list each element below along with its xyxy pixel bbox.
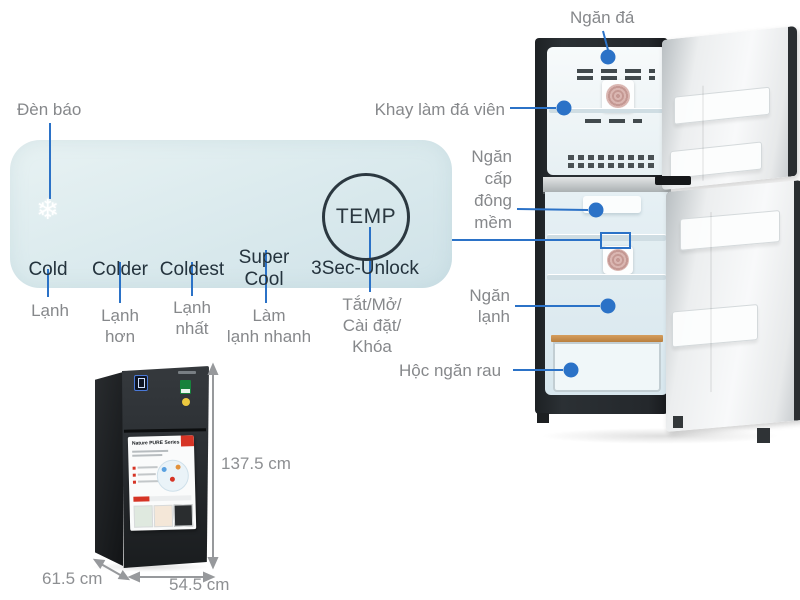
cooler-shelf	[547, 274, 666, 280]
callout-veg-drawer: Hộc ngăn rau	[399, 361, 502, 380]
mode-label-super-cool: Super Cool	[238, 247, 290, 290]
cooler-compartment	[545, 192, 668, 395]
sticker-bullet	[132, 473, 136, 477]
caption-lanh: Lạnh	[31, 301, 69, 320]
warranty-sticker-icon	[182, 398, 190, 406]
freezer-fan	[602, 80, 634, 112]
inverter-glyph	[137, 378, 145, 388]
sticker-text-line	[132, 449, 169, 453]
refrigerator-photo	[525, 20, 800, 460]
fridge-foot	[673, 416, 683, 428]
diagram-dot	[169, 476, 175, 482]
freezer-door-open	[662, 25, 797, 190]
sticker-thumbnail	[153, 504, 174, 528]
caption-lanh-hon: Lạnh hơn	[101, 306, 139, 346]
mini-fridge-side	[95, 372, 123, 566]
freezer-shelf	[549, 108, 665, 113]
sticker-text-line	[132, 453, 163, 457]
arrow-head	[117, 570, 131, 581]
mode-label-coldest: Coldest	[159, 259, 225, 280]
temp-button-label: TEMP	[335, 205, 397, 228]
door-bin	[670, 141, 762, 180]
caption-lanh-nhat: Lạnh nhất	[173, 298, 211, 338]
callout-soft-freeze: Ngăn cấp đông mềm	[471, 147, 512, 232]
temp-button: TEMP	[322, 173, 410, 261]
sticker-band-red	[133, 496, 150, 502]
sticker-red-tab	[180, 435, 195, 447]
vegetable-drawer	[551, 335, 663, 392]
brand-logo	[178, 371, 196, 374]
sticker-text-line	[137, 473, 156, 476]
sticker-text-line	[137, 466, 158, 469]
mini-fridge-front: Nature PURE Series	[122, 366, 209, 568]
mini-door-split	[123, 428, 207, 433]
fridge-foot	[757, 428, 770, 443]
sticker-thumbnail	[133, 505, 154, 528]
cooler-door-open	[666, 180, 800, 432]
door-bin	[672, 303, 758, 348]
sticker-thumbnail	[173, 504, 194, 527]
door-seam	[702, 85, 704, 181]
freezer-bottom-vent	[568, 155, 655, 160]
sticker-bullet	[132, 480, 137, 484]
freezer-vent	[577, 76, 655, 80]
caption-tat-mo-cai-dat-khoa: Tắt/Mở/ Cài đặt/ Khóa	[342, 295, 402, 356]
callout-ice-tray: Khay làm đá viên	[374, 100, 505, 119]
caption-lam-lanh-nhanh: Làm lạnh nhanh	[226, 306, 312, 346]
freezer-compartment	[547, 47, 667, 175]
arrow-head	[127, 571, 140, 583]
fan-grille-icon	[607, 249, 629, 271]
callout-cooler: Ngăn lạnh	[469, 286, 510, 326]
door-bin	[674, 86, 770, 125]
sticker-diagram	[156, 459, 190, 493]
mode-label-3sec-unlock: 3Sec-Unlock	[311, 258, 419, 279]
sticker-band	[133, 495, 192, 502]
freezer-vent	[577, 69, 655, 73]
mini-fridge-photo: Nature PURE Series	[88, 360, 218, 572]
dimension-height: 137.5 cm	[221, 454, 291, 473]
diagram-dot	[175, 464, 181, 470]
drawer-bin	[553, 342, 661, 392]
door-seam	[710, 211, 712, 393]
sticker-text-line	[137, 480, 159, 483]
diagram-dot	[161, 466, 167, 473]
sticker-title: Nature PURE Series	[131, 439, 180, 447]
middle-hinge	[655, 176, 691, 185]
cooler-fan	[603, 246, 633, 274]
energy-label-icon	[180, 380, 191, 394]
feature-sticker: Nature PURE Series	[127, 435, 197, 531]
snowflake-icon: ❄	[36, 193, 60, 226]
callout-freezer: Ngăn đá	[570, 8, 635, 27]
fan-grille-icon	[606, 84, 630, 108]
dimension-width: 54.5 cm	[169, 575, 230, 594]
soft-freeze-tray	[583, 196, 641, 213]
fridge-floor-shadow	[540, 428, 780, 444]
fridge-foot	[537, 413, 549, 423]
inverter-badge-icon	[134, 375, 148, 391]
freezer-vent	[585, 119, 642, 123]
mode-label-colder: Colder	[92, 259, 148, 280]
drawer-wood-trim	[551, 335, 663, 342]
callout-indicator-light: Đèn báo	[17, 100, 82, 119]
cooler-shelf	[547, 234, 666, 241]
sticker-bullet	[132, 466, 136, 470]
door-bin	[680, 210, 780, 251]
dimension-depth: 61.5 cm	[42, 569, 103, 588]
freezer-bottom-vent	[568, 163, 655, 168]
mini-fridge-floor-shadow	[90, 562, 210, 572]
energy-label-stripe	[181, 389, 190, 393]
mode-label-cold: Cold	[28, 259, 68, 280]
